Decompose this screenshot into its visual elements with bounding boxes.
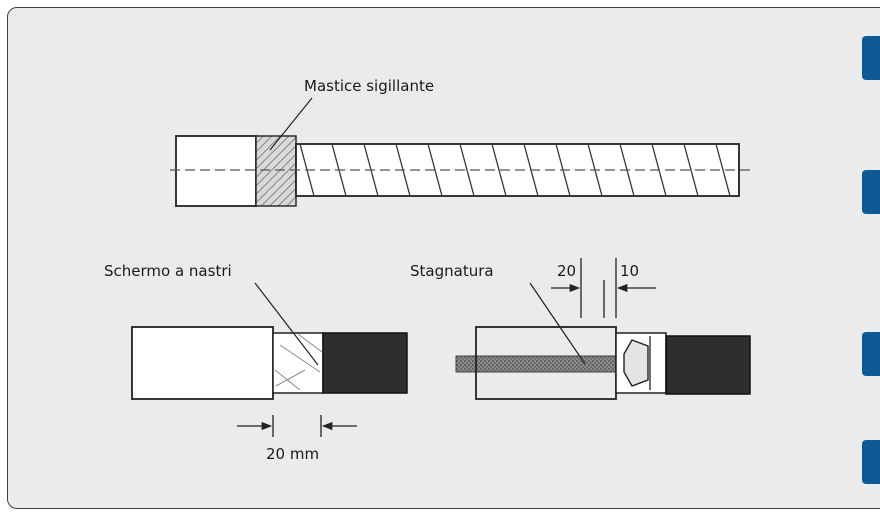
bl-dark-core xyxy=(322,332,408,394)
bottom-left-cable: Schermo a nastri 20 mm xyxy=(104,262,408,463)
bl-tape-lines xyxy=(274,333,323,391)
dim-20-label: 20 xyxy=(557,262,576,280)
top-cable-jacket xyxy=(175,135,257,207)
tinning-leader xyxy=(529,282,586,365)
dim-20mm-label: 20 mm xyxy=(266,445,319,463)
step-tab-3[interactable] xyxy=(862,332,880,376)
bl-jacket xyxy=(131,326,274,400)
br-connector-clamp xyxy=(623,339,649,387)
sealant-leader xyxy=(269,97,313,151)
top-cable: Mastice sigillante xyxy=(170,77,750,207)
sealant-band xyxy=(255,135,297,207)
br-dark-core xyxy=(665,335,751,395)
tinning-label: Stagnatura xyxy=(410,262,494,280)
step-tab-4[interactable] xyxy=(862,440,880,484)
tape-shield-leader xyxy=(254,282,319,366)
step-tab-1[interactable] xyxy=(862,36,880,80)
dim-10-label: 10 xyxy=(620,262,639,280)
step-tab-2[interactable] xyxy=(862,170,880,214)
tape-shield-label: Schermo a nastri xyxy=(104,262,232,280)
bottom-right-cable: Stagnatura 20 10 xyxy=(410,258,751,400)
sealant-label: Mastice sigillante xyxy=(304,77,434,95)
diagram-panel xyxy=(7,7,880,509)
